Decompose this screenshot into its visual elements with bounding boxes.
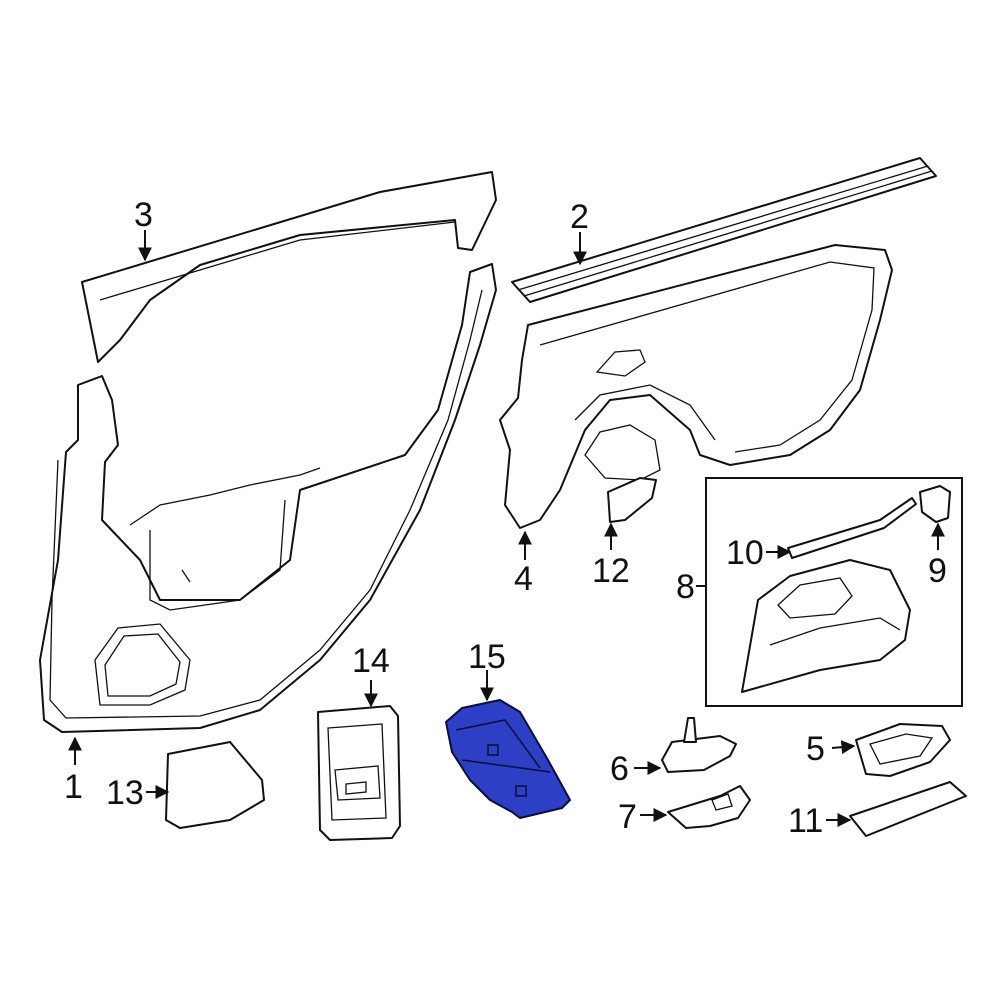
part-1-door-trim-panel[interactable] (39, 263, 497, 733)
callout-6: 6 (610, 750, 629, 788)
callout-2: 2 (570, 198, 589, 236)
callout-9: 9 (928, 552, 947, 590)
part-3-upper-trim-panel[interactable] (81, 171, 497, 363)
callout-3: 3 (134, 196, 153, 234)
part-5-inner-handle[interactable] (855, 723, 951, 777)
part-15-switch-housing-highlighted[interactable] (445, 699, 571, 819)
part-6-lock-knob[interactable] (661, 717, 737, 773)
callout-7: 7 (618, 798, 637, 836)
part-8-group-box (705, 477, 963, 707)
callout-8: 8 (676, 568, 695, 606)
part-13-pocket-trim[interactable] (165, 741, 265, 829)
callout-14: 14 (352, 642, 390, 680)
part-8-armrest-assembly[interactable] (741, 559, 911, 693)
callout-10: 10 (726, 534, 764, 572)
callout-5: 5 (806, 730, 825, 768)
callout-1: 1 (64, 768, 83, 806)
part-9-clip[interactable] (919, 485, 951, 523)
part-11-trim-strip[interactable] (849, 781, 967, 837)
callout-11: 11 (788, 802, 823, 840)
callout-12: 12 (592, 552, 630, 590)
part-4-door-inner-carrier[interactable] (499, 244, 893, 529)
part-12-small-cap[interactable] (607, 477, 657, 523)
part-7-bracket[interactable] (667, 785, 751, 829)
callout-13: 13 (106, 774, 144, 812)
callout-15: 15 (468, 638, 506, 676)
callout-4: 4 (514, 560, 533, 598)
leader-lines (68, 230, 945, 827)
part-10-rod[interactable] (787, 497, 917, 559)
part-14-window-switch-bezel[interactable] (317, 705, 401, 841)
part-2-belt-weatherstrip[interactable] (511, 157, 937, 303)
